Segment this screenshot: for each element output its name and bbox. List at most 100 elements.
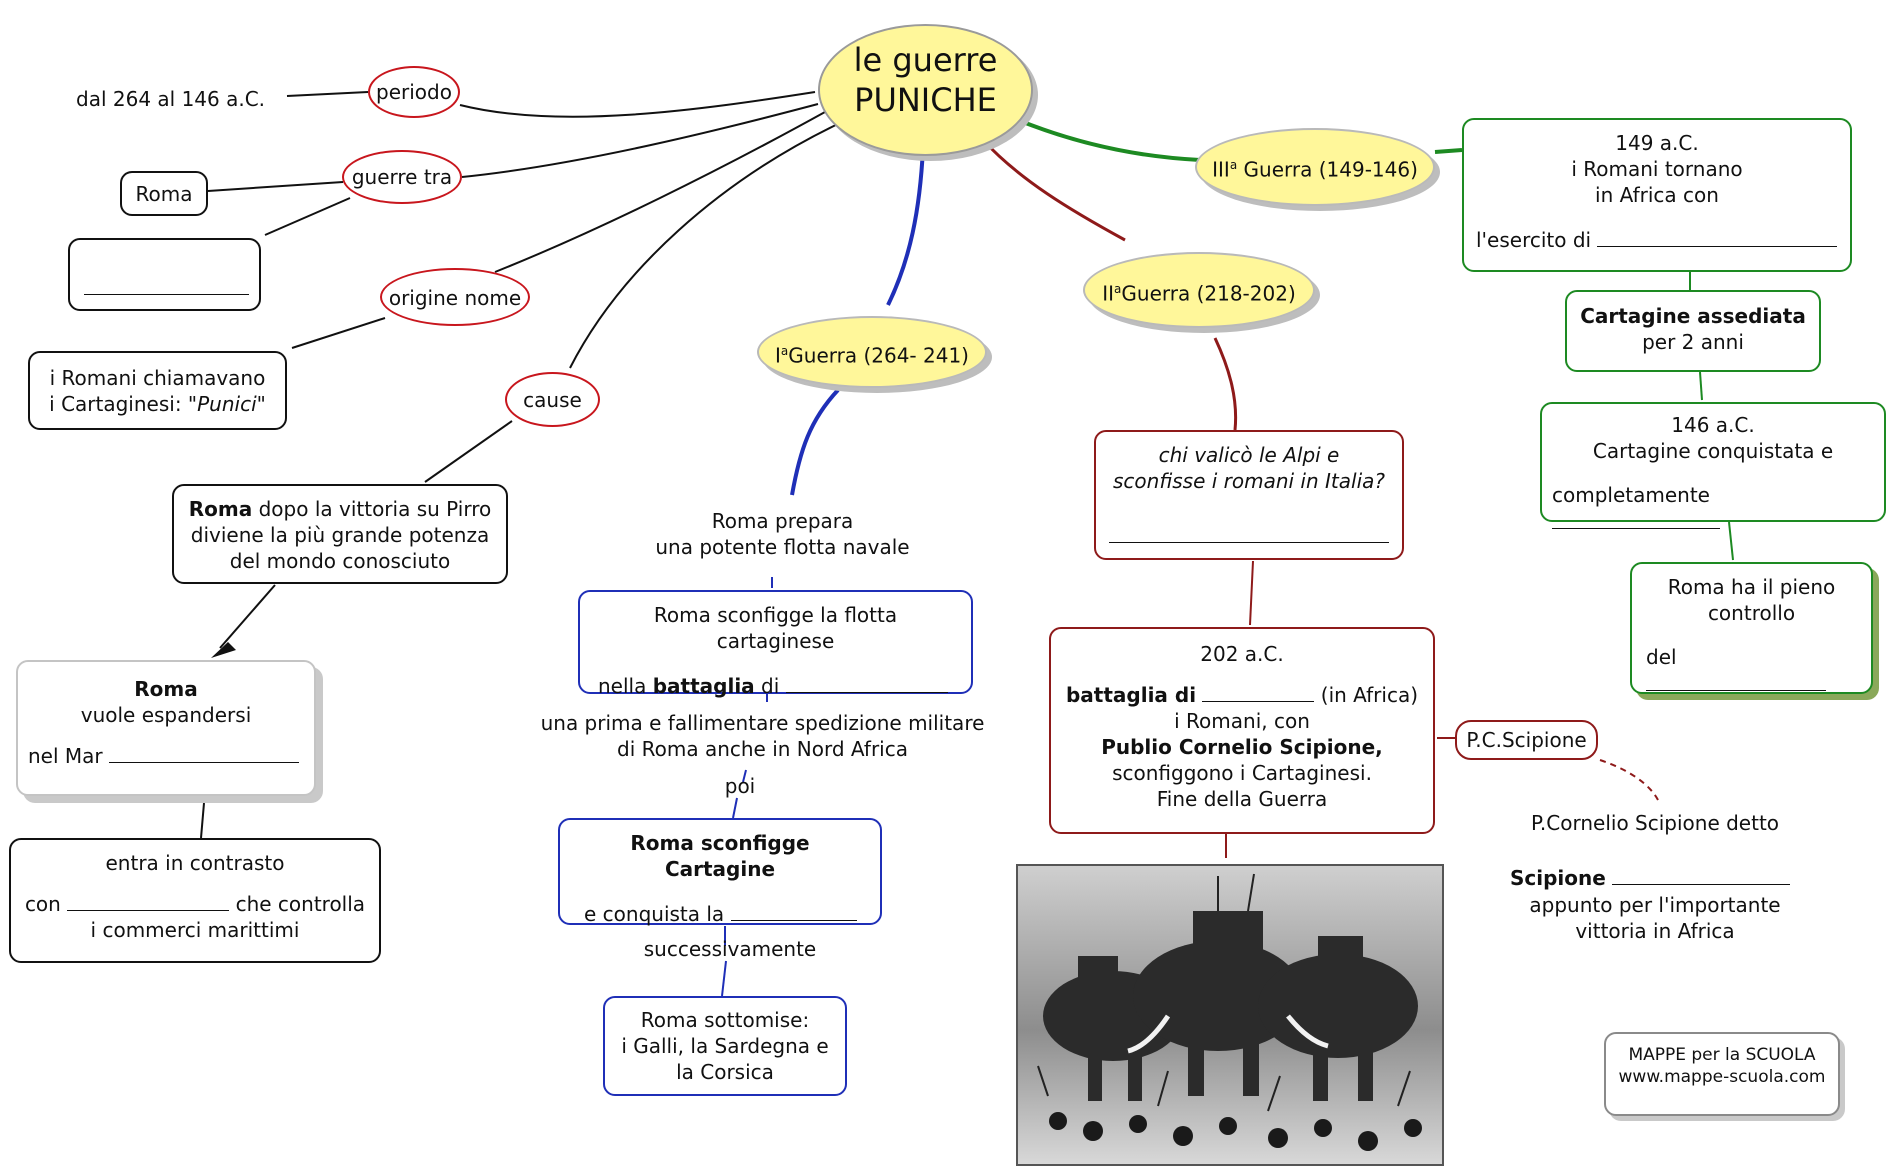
link-guerretra-roma [207, 181, 344, 192]
title-line2: PUNICHE [854, 81, 997, 119]
spedizione-text: una prima e fallimentare spedizione mili… [535, 710, 990, 762]
b4-del-line: del [1642, 644, 1861, 697]
elephants-battle-image [1016, 864, 1444, 1166]
contrasto-line2: con che controlla [21, 890, 369, 917]
answer-blank[interactable] [1109, 522, 1389, 543]
b1-esercito-line: l'esercito di [1474, 226, 1840, 253]
origine-prefix: i Cartaginesi: [49, 392, 188, 416]
scipione-word-line: Scipione [1510, 864, 1791, 891]
battaglia-line: nella battaglia di [592, 672, 959, 699]
answer-blank[interactable] [1552, 508, 1720, 529]
credit-line2[interactable]: www.mappe-scuola.com [1618, 1067, 1826, 1087]
answer-blank[interactable] [1646, 670, 1826, 691]
first-war-sup: a [780, 344, 789, 358]
origine-box: i Romani chiamavano i Cartaginesi: "Puni… [28, 351, 287, 430]
answer-blank[interactable] [1612, 864, 1791, 885]
link-title-periodo [459, 91, 816, 118]
answer-blank[interactable] [1202, 681, 1315, 702]
answer-blank[interactable] [67, 890, 230, 911]
link-cause-box [424, 420, 513, 483]
completamente: completamente [1552, 483, 1710, 507]
zama-scipione: Publio Cornelio Scipione, [1061, 734, 1423, 760]
nella: nella [598, 674, 653, 698]
scipione-appunto: appunto per l'importante vittoria in Afr… [1505, 892, 1805, 944]
nel-mar-line: nel Mar [28, 742, 304, 769]
first-war-node: IaGuerra (264- 241) [757, 316, 987, 388]
esercito-di: l'esercito di [1476, 228, 1592, 252]
cause-line1: Roma dopo la vittoria su Pirro [184, 496, 496, 522]
answer-blank[interactable] [730, 900, 857, 921]
cause-rest: dopo la vittoria su Pirro [252, 497, 492, 521]
link-origine-box [291, 317, 386, 349]
esercito-box: 149 a.C. i Romani tornano in Africa con … [1462, 118, 1852, 272]
answer-blank[interactable] [84, 274, 249, 295]
roma-label: Roma [135, 182, 193, 206]
guerre-tra-node: guerre tra [342, 150, 462, 204]
scipione-detto: P.Cornelio Scipione detto [1530, 811, 1780, 835]
cause-line3: del mondo conosciuto [229, 549, 451, 573]
origine-punici: "Punici" [187, 392, 266, 416]
b1-line3: in Africa con [1595, 183, 1719, 207]
link-espandersi-contrasto [200, 802, 205, 839]
third-war-node: IIIa Guerra (149-146) [1195, 128, 1435, 206]
answer-blank[interactable] [109, 742, 299, 763]
link-title-first-war [886, 147, 925, 306]
poi-text: poi [724, 774, 756, 798]
sconfigge-line1: Roma sconfigge la flotta cartaginese [653, 603, 898, 653]
spedizione-line2: di Roma anche in Nord Africa [617, 737, 908, 761]
cause-box: Roma dopo la vittoria su Pirro diviene l… [172, 484, 508, 584]
zama-year: 202 a.C. [1200, 642, 1284, 666]
periodo-value: dal 264 al 146 a.C. [76, 87, 266, 111]
sottomise-box: Roma sottomise: i Galli, la Sardegna e l… [603, 996, 847, 1096]
cartagine-title-text: Roma sconfigge Cartagine [630, 831, 810, 881]
periodo-node: periodo [368, 66, 460, 118]
b4-line1: Roma ha il pieno [1667, 575, 1836, 599]
b4-line2: controllo [1707, 601, 1796, 625]
answer-blank[interactable] [785, 672, 948, 693]
second-war-node: IIaGuerra (218-202) [1083, 252, 1315, 328]
link-title-third-war [1017, 118, 1201, 162]
scipione-bold: Publio Cornelio Scipione, [1101, 735, 1383, 759]
answer-blank[interactable] [1597, 226, 1838, 247]
controllo-box: Roma ha il pieno controllo del [1630, 562, 1873, 694]
conquista: e conquista la [584, 902, 725, 926]
guerre-tra-label: guerre tra [351, 165, 453, 189]
sottomise-line1: Roma sottomise: [640, 1008, 810, 1032]
sottomise-line3: la Corsica [676, 1060, 774, 1084]
link-title-second-war [981, 138, 1126, 242]
vittoria-line: vittoria in Africa [1575, 919, 1735, 943]
sconfigge-cartagine-box: Roma sconfigge Cartagine e conquista la [558, 818, 882, 926]
zama-fine: Fine della Guerra [1156, 787, 1328, 811]
espandersi-title: Roma [28, 676, 304, 702]
appunto-line: appunto per l'importante [1529, 893, 1781, 917]
cause-label: cause [523, 388, 582, 412]
b1-line1: 149 a.C. [1615, 131, 1699, 155]
b3-line1: 146 a.C. [1671, 413, 1755, 437]
sconfigge-flotta-box: Roma sconfigge la flotta cartaginese nel… [578, 590, 973, 698]
prepara-line2: una potente flotta navale [655, 535, 910, 559]
link-second-war-alpi [1213, 337, 1238, 431]
title-line1: le guerre [853, 41, 998, 79]
pc-scipione-label: P.C.Scipione [1466, 728, 1587, 752]
second-war-label: Guerra (218-202) [1121, 281, 1296, 306]
cause-roma: Roma [188, 497, 253, 521]
origine-line2: i Cartaginesi: "Punici" [40, 391, 275, 417]
nel-mar: nel Mar [28, 744, 103, 768]
b3-line2: Cartagine conquistata e [1592, 439, 1834, 463]
cartagine-title: Roma sconfigge Cartagine [572, 830, 868, 882]
link-title-cause [569, 121, 843, 369]
sottomise-line2: i Galli, la Sardegna e [621, 1034, 829, 1058]
link-title-guerretra [461, 103, 819, 178]
del: del [1646, 645, 1677, 669]
contrasto-line3: i commerci marittimi [90, 918, 300, 942]
link-periodo-value [286, 91, 369, 97]
zama-battle-line: battaglia di (in Africa) [1061, 681, 1423, 708]
di: di [754, 674, 780, 698]
pc-scipione-node: P.C.Scipione [1455, 720, 1598, 760]
cause-node: cause [505, 372, 600, 427]
periodo-label: periodo [376, 80, 452, 104]
link-guerretra-blank [264, 197, 351, 236]
espandersi-line: vuole espandersi [80, 703, 252, 727]
espandersi-roma: Roma [134, 677, 198, 701]
